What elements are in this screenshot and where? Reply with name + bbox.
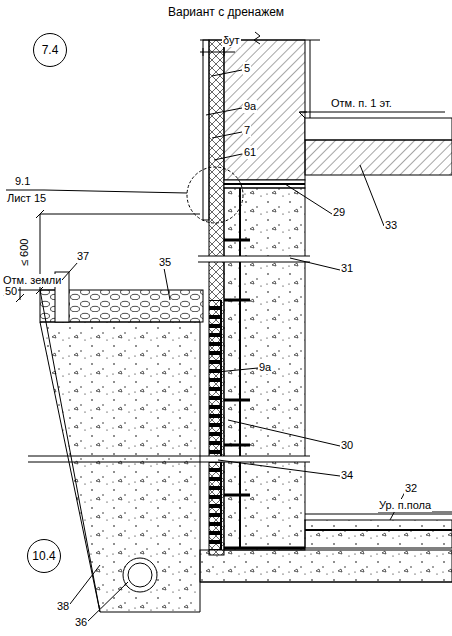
callout-label: 36 xyxy=(74,616,88,629)
callout-label: 30 xyxy=(340,439,354,452)
callout-label: 29 xyxy=(332,206,346,219)
callout-label: 61 xyxy=(243,146,257,159)
callout-label: 31 xyxy=(340,262,354,275)
callout-label: Отм. п. 1 эт. xyxy=(330,97,393,110)
dimension-label: ≤ 600 xyxy=(18,237,31,266)
callout-label: Ур. п.пола xyxy=(378,499,432,512)
callout-label: 33 xyxy=(384,219,398,232)
callout-label: 50 xyxy=(4,285,18,298)
callout-label: 37 xyxy=(76,250,90,263)
callout-circle: 7.4 xyxy=(33,33,67,67)
callout-label: 9.1 xyxy=(14,175,31,188)
callout-label: 35 xyxy=(158,256,172,269)
callout-label: 5 xyxy=(243,62,251,75)
title: Вариант с дренажем xyxy=(167,6,285,19)
detail-number: 7.4 xyxy=(42,43,59,57)
callout-label: δут xyxy=(222,34,241,47)
callout-label: 34 xyxy=(340,469,354,482)
callout-label: Лист 15 xyxy=(6,192,47,205)
callout-label: 32 xyxy=(404,482,418,495)
callout-label: 9а xyxy=(243,100,257,113)
callout-label: 38 xyxy=(56,600,70,613)
callout-circle: 10.4 xyxy=(27,539,61,573)
callout-label: 7 xyxy=(243,124,251,137)
detail-number: 10.4 xyxy=(32,549,55,563)
callout-label: 9а xyxy=(258,361,272,374)
